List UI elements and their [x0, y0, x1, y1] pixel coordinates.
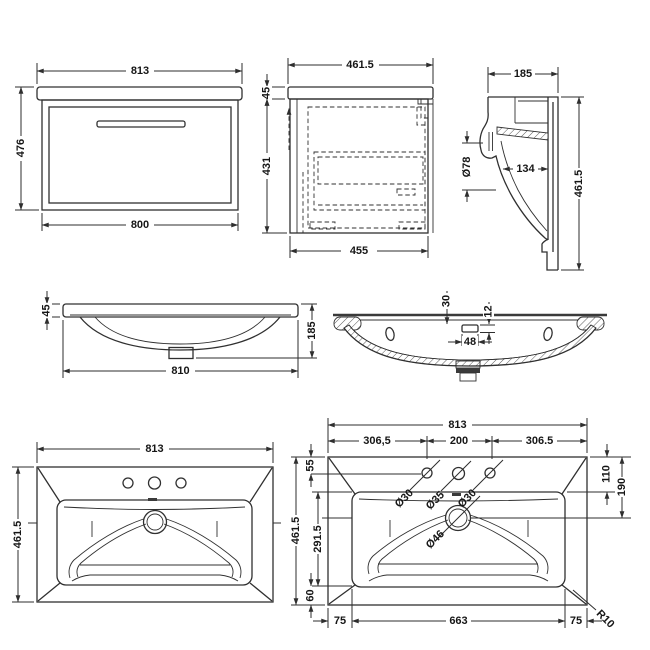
view-cabinet-front: 813 476 800 [15, 63, 243, 231]
dim-inner-depth: 134 [516, 163, 535, 175]
dim-profile-depth: 185 [514, 68, 532, 80]
dim-detail-width: 813 [448, 419, 466, 431]
cabinet-body [41, 99, 239, 211]
drawer-front [48, 106, 232, 204]
dim-cabinet-width-bottom: 800 [131, 219, 149, 231]
label-waste-hole: Ø46 [424, 528, 447, 551]
label-tap-left: Ø30 [393, 487, 416, 510]
dim-plan-width: 813 [145, 443, 163, 455]
detail-outer-plan [327, 456, 588, 606]
detail-bowl-contours [367, 514, 549, 582]
view-cabinet-side: 461.5 45 431 455 [261, 58, 434, 258]
detail-tap-hole-right [484, 467, 496, 479]
fixing-slot [461, 324, 479, 333]
tap-hole-left [122, 477, 134, 489]
dim-side-depth-top: 461.5 [346, 59, 374, 71]
dim-plan-height: 461.5 [12, 521, 24, 549]
overflow-hole-left [385, 326, 395, 342]
view-basin-front: 45 810 185 [41, 291, 318, 378]
detail-bowl-plan [351, 491, 566, 588]
overflow-hole-right [543, 326, 553, 342]
worktop-front [36, 86, 243, 101]
detail-tap-hole-left [421, 467, 433, 479]
drawer-runner-hidden [396, 188, 416, 196]
dim-slot-width: 48 [464, 336, 476, 348]
dim-cabinet-width-top: 813 [131, 65, 149, 77]
dim-cabinet-height: 476 [15, 139, 27, 157]
dim-slot-height: 12 [483, 305, 495, 317]
dim-basin-height: 185 [306, 321, 318, 339]
detail-waste-hole [444, 504, 472, 532]
dim-profile-height: 461.5 [573, 170, 585, 198]
dim-front-hole: Ø78 [461, 157, 473, 178]
dim-worktop-thickness: 45 [261, 87, 273, 99]
basin-rim-front [62, 303, 299, 318]
dim-side-depth-bottom: 455 [350, 245, 368, 257]
bowl-contours [68, 518, 242, 582]
dim-margin-right: 75 [570, 615, 582, 627]
waste-trap-front [168, 346, 194, 360]
bowl-outer-curve [79, 316, 281, 351]
basin-foot [541, 238, 558, 271]
dim-slot-offset: 30 [441, 295, 453, 307]
cabinet-side-panel [289, 98, 429, 234]
bowl-inner-line [500, 140, 548, 232]
detail-tap-hole-centre [451, 466, 466, 481]
dim-basin-width: 810 [171, 365, 189, 377]
view-basin-plan: 813 461.5 [12, 442, 281, 603]
view-basin-profile: 185 Ø78 134 461.5 [461, 67, 585, 271]
dim-span-left: 306,5 [363, 435, 391, 447]
dim-span-centre: 200 [450, 435, 468, 447]
rim-section-hatch [496, 126, 549, 141]
label-tap-right: Ø30 [456, 487, 479, 510]
dim-edge-to-rim: 110 [601, 465, 613, 483]
bowl-inner-curve [94, 316, 266, 345]
worktop-side [287, 86, 434, 100]
view-basin-plan-detail: 813 306,5 200 306.5 Ø30 Ø35 Ø30 Ø46 55 [290, 418, 631, 631]
basin-front-contour [479, 97, 549, 241]
waste-hole [142, 509, 168, 535]
tap-hole-centre [147, 476, 162, 490]
dim-body-height: 431 [261, 157, 273, 175]
dim-bowl-width: 663 [449, 615, 467, 627]
basin-outer-plan [36, 466, 274, 603]
waste-outlet-section [456, 368, 480, 373]
dim-bottom-margin: 60 [305, 589, 317, 601]
drawer-box-hidden [313, 151, 426, 211]
dim-edge-to-taps: 55 [305, 459, 317, 471]
dim-edge-to-waste: 190 [616, 478, 628, 496]
dim-bowl-length: 291.5 [312, 525, 324, 553]
dim-span-right: 306.5 [526, 435, 554, 447]
dim-corner-radius: R10 [594, 608, 617, 631]
dim-detail-height: 461.5 [290, 517, 302, 545]
tap-hole-right [175, 477, 187, 489]
basin-bowl-plan [56, 499, 253, 586]
view-basin-section: 30 12 48 [333, 291, 607, 382]
drawer-handle [96, 120, 186, 128]
dim-margin-left: 75 [334, 615, 346, 627]
dim-rim-height: 45 [41, 304, 53, 316]
